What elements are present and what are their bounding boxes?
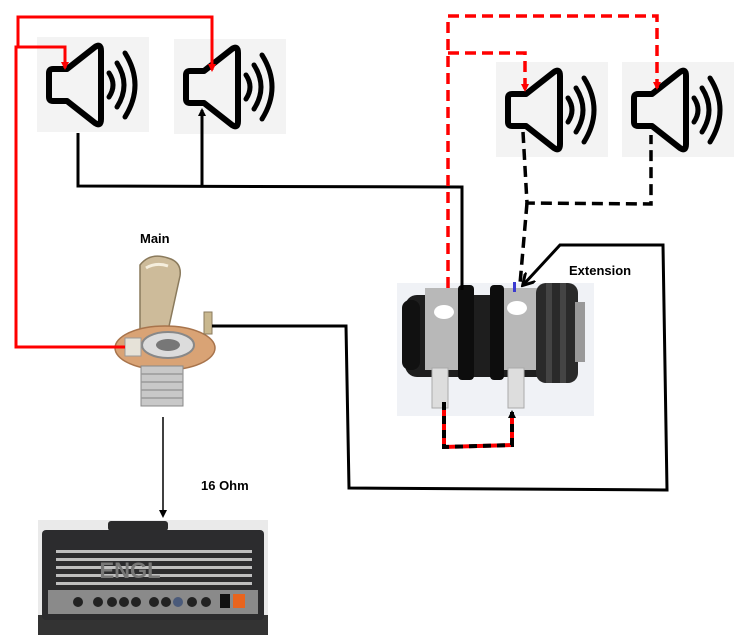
speaker-2-icon (174, 39, 286, 134)
extension-bridge-wire (442, 402, 516, 450)
main-positive-wires (14, 15, 216, 349)
extension-label: Extension (569, 263, 632, 278)
speaker-4-icon (622, 62, 734, 157)
extension-positive-wires (446, 14, 661, 288)
extension-jack (397, 282, 594, 416)
main-negative-wires (76, 108, 669, 492)
speaker-1-icon (37, 37, 149, 132)
amplifier: ENGL (38, 520, 268, 635)
amp-logo: ENGL (99, 558, 160, 583)
main-jack (114, 255, 216, 407)
speaker-3-icon (496, 62, 608, 157)
extension-negative-wires (518, 131, 653, 285)
main-label: Main (140, 231, 170, 246)
impedance-label: 16 Ohm (201, 478, 249, 493)
